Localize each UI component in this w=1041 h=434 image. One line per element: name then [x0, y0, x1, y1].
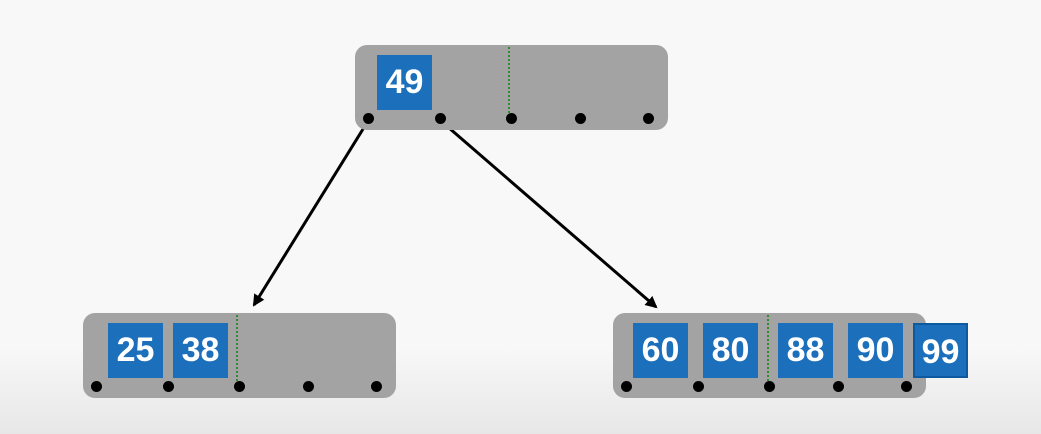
child-pointer: [621, 381, 632, 392]
key-cell: 60: [633, 323, 688, 378]
right-child-node: 60 80 88 90: [613, 313, 926, 398]
child-pointer: [693, 381, 704, 392]
key-cell: 25: [108, 323, 163, 378]
child-pointer: [833, 381, 844, 392]
child-pointer: [575, 113, 586, 124]
child-pointer: [764, 381, 775, 392]
key-cell: 38: [173, 323, 228, 378]
child-pointer: [901, 381, 912, 392]
child-pointer: [506, 113, 517, 124]
edge-root-to-right: [440, 119, 658, 309]
child-pointer: [234, 381, 245, 392]
child-pointer: [363, 113, 374, 124]
child-pointer: [91, 381, 102, 392]
key-cell: 90: [848, 323, 903, 378]
child-pointer: [435, 113, 446, 124]
root-node: 49: [355, 45, 668, 130]
overflow-key-cell: 99: [913, 323, 968, 378]
key-cell: 80: [703, 323, 758, 378]
child-pointer: [163, 381, 174, 392]
child-pointer: [643, 113, 654, 124]
split-divider: [236, 315, 238, 385]
child-pointer: [303, 381, 314, 392]
key-cell: 49: [377, 55, 432, 110]
split-divider: [767, 315, 769, 385]
child-pointer: [371, 381, 382, 392]
key-cell: 88: [778, 323, 833, 378]
split-divider: [508, 47, 510, 117]
left-child-node: 25 38: [83, 313, 396, 398]
edge-root-to-left: [252, 120, 370, 307]
